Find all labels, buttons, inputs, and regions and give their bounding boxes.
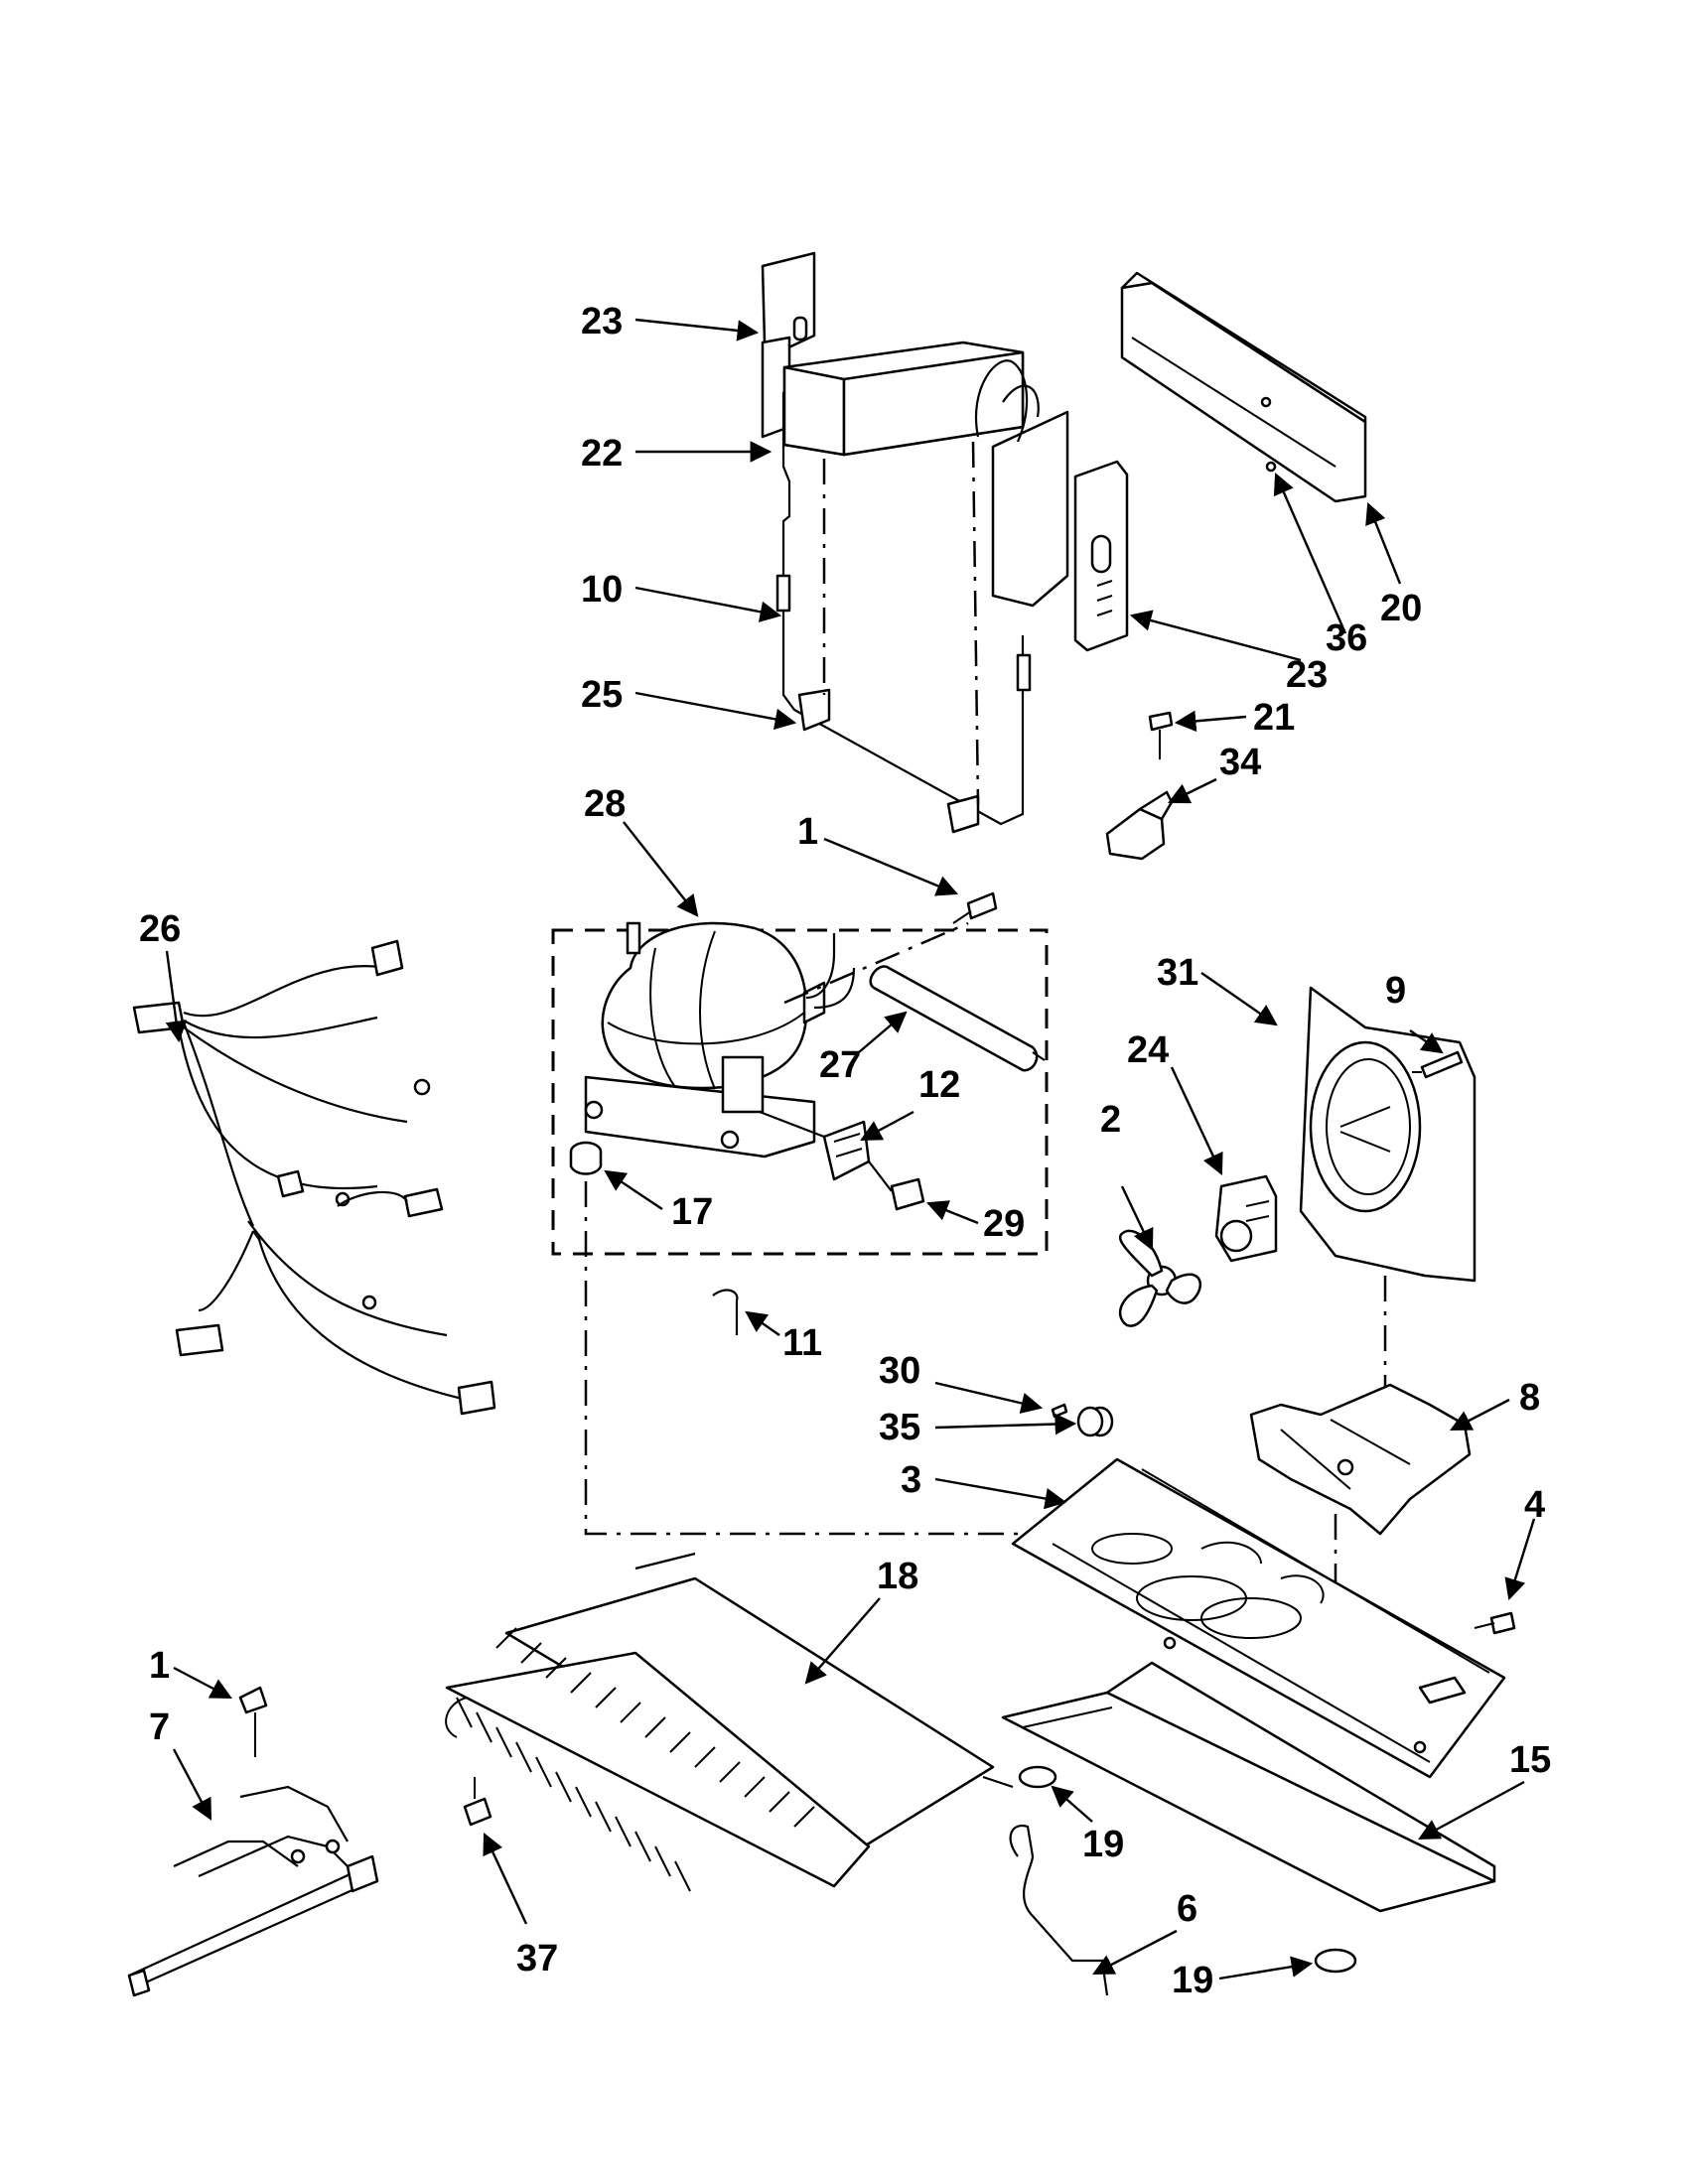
screw-21 [1148,711,1174,759]
callout-28: 28 [584,783,626,825]
callout-19b: 19 [1172,1960,1213,2001]
callout-1b: 1 [149,1645,170,1687]
screw-1-bottom [238,1686,268,1757]
bracket-34 [1105,790,1174,861]
callout-20: 20 [1380,588,1422,629]
power-wire [127,1785,379,1997]
callout-7: 7 [149,1706,170,1748]
fan-bracket [1249,1383,1472,1536]
callout-23a: 23 [581,301,623,342]
callout-11: 11 [782,1322,822,1364]
fan-blade [1118,1229,1202,1327]
callout-30: 30 [879,1350,920,1392]
callout-22: 22 [581,433,623,475]
drain-tube [1009,1824,1109,1996]
evaporator [782,341,1069,608]
callout-21: 21 [1253,697,1295,739]
bumper-35 [1076,1406,1114,1437]
condenser [445,1552,1014,1892]
fan-screw [1412,1050,1464,1079]
callout-17: 17 [671,1191,713,1233]
fan-shroud [1299,986,1477,1283]
callout-leaders [165,318,1536,1980]
evaporator-bracket-right [1073,460,1129,652]
fan-motor [1214,1174,1278,1263]
wiring-harness [132,939,496,1416]
callout-37: 37 [516,1938,558,1979]
callout-labels: 23 22 10 25 28 1 20 36 23 21 34 26 27 12… [139,301,1551,2001]
callout-8: 8 [1519,1377,1540,1419]
leveling-foot-right [1314,1948,1357,1974]
leveling-foot-left [1018,1765,1057,1789]
overload-protector [868,1160,925,1211]
compressor-assembly-box [551,928,1049,1256]
air-duct [1120,271,1367,503]
callout-27: 27 [819,1044,861,1086]
callout-34: 34 [1219,742,1261,783]
callout-19a: 19 [1082,1824,1124,1865]
compressor [584,921,856,1159]
callout-36: 36 [1326,617,1367,659]
screw-4 [1474,1611,1516,1635]
callout-10: 10 [581,569,623,611]
callout-15: 15 [1509,1739,1551,1781]
callout-18: 18 [877,1556,918,1597]
tubing-clip [712,1289,739,1335]
callout-3: 3 [901,1459,921,1501]
callout-2: 2 [1100,1099,1121,1141]
machine-compartment-cover [1001,1661,1496,1913]
callout-4: 4 [1524,1484,1545,1526]
screw-1-top [952,891,998,924]
callout-31: 31 [1157,952,1198,994]
callout-12: 12 [918,1064,960,1106]
callout-1a: 1 [797,811,818,853]
callout-25: 25 [581,674,623,716]
callout-26: 26 [139,908,181,950]
callout-6: 6 [1177,1888,1197,1930]
callout-9: 9 [1385,970,1406,1012]
machine-compartment-base [1011,1457,1506,1779]
condenser-clip [463,1777,492,1827]
callout-29: 29 [983,1203,1025,1245]
filter-drier [869,965,1046,1072]
callout-35: 35 [879,1407,920,1448]
pin-30 [1051,1403,1068,1419]
compressor-grommet [569,1141,603,1175]
callout-24: 24 [1127,1029,1169,1071]
defrost-heater [775,392,1032,834]
callout-23b: 23 [1286,654,1328,696]
